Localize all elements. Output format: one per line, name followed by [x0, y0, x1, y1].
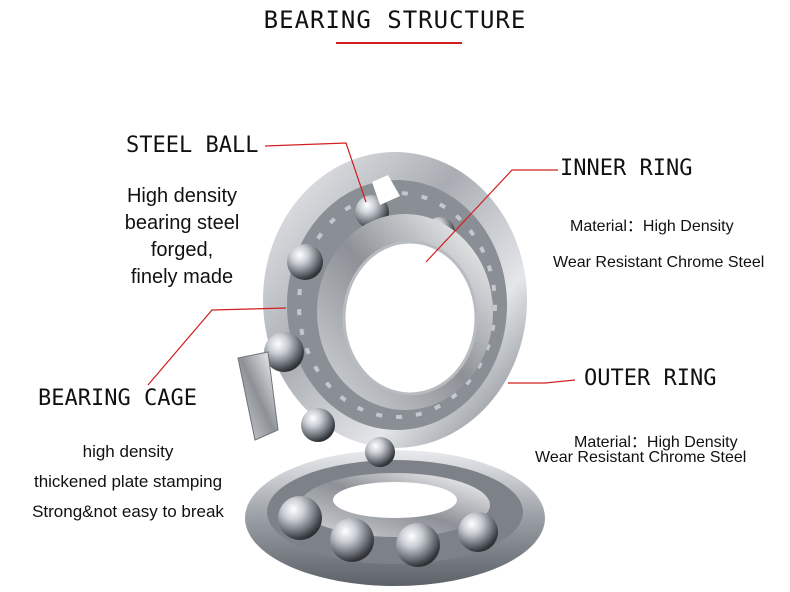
lower-bearing	[245, 450, 545, 586]
bearing-cage-heading: BEARING CAGE	[38, 386, 197, 411]
inner-ring-desc-line: Material：High Density	[570, 218, 734, 235]
cage-cutaway	[237, 351, 279, 441]
steel-ball	[365, 437, 395, 467]
bearing-cage-desc-line: thickened plate stamping	[33, 472, 223, 491]
bearing-cage-leader-line	[147, 307, 287, 386]
steel-ball-desc-line: forged,	[150, 239, 214, 261]
inner-ring-desc-line: Wear Resistant Chrome Steel	[553, 254, 765, 271]
outer-ring-cutaway	[372, 175, 400, 205]
inner-ring-heading: INNER RING	[560, 156, 693, 181]
lower-ball	[278, 496, 322, 540]
steel-ball-desc-line: High density	[126, 185, 238, 207]
lower-ball	[458, 512, 498, 552]
inner-ring-leader-line	[425, 169, 558, 263]
steel-ball	[301, 408, 335, 442]
page-title: BEARING STRUCTURE	[263, 6, 527, 34]
lower-ball	[396, 523, 440, 567]
bearing-cage	[297, 191, 497, 419]
steel-ball	[287, 244, 323, 280]
bearing-cage-desc-line: high density	[82, 442, 174, 461]
steel-ball-description: High density bearing steel forged, finel…	[100, 183, 264, 291]
outer-ring-leader-line	[508, 379, 576, 384]
bearing-cage-description: high density thickened plate stamping St…	[8, 437, 248, 527]
steel-ball-leader-line	[264, 142, 367, 203]
bore	[342, 240, 478, 396]
steel-ball-desc-line: bearing steel	[124, 212, 240, 234]
steel-ball-heading: STEEL BALL	[126, 133, 259, 158]
outer-ring-desc-line: Wear Resistant Chrome Steel	[535, 449, 747, 466]
outer-ring-desc-line: Material：High Density	[574, 434, 738, 451]
lower-ball	[330, 518, 374, 562]
steel-ball	[264, 332, 304, 372]
title-underline	[336, 42, 462, 44]
outer-ring-heading: OUTER RING	[584, 366, 717, 391]
bearing-cage-desc-line: Strong&not easy to break	[32, 502, 224, 521]
lower-bore	[333, 482, 457, 518]
steel-ball-desc-line: finely made	[130, 266, 234, 288]
upright-bearing	[237, 152, 527, 467]
